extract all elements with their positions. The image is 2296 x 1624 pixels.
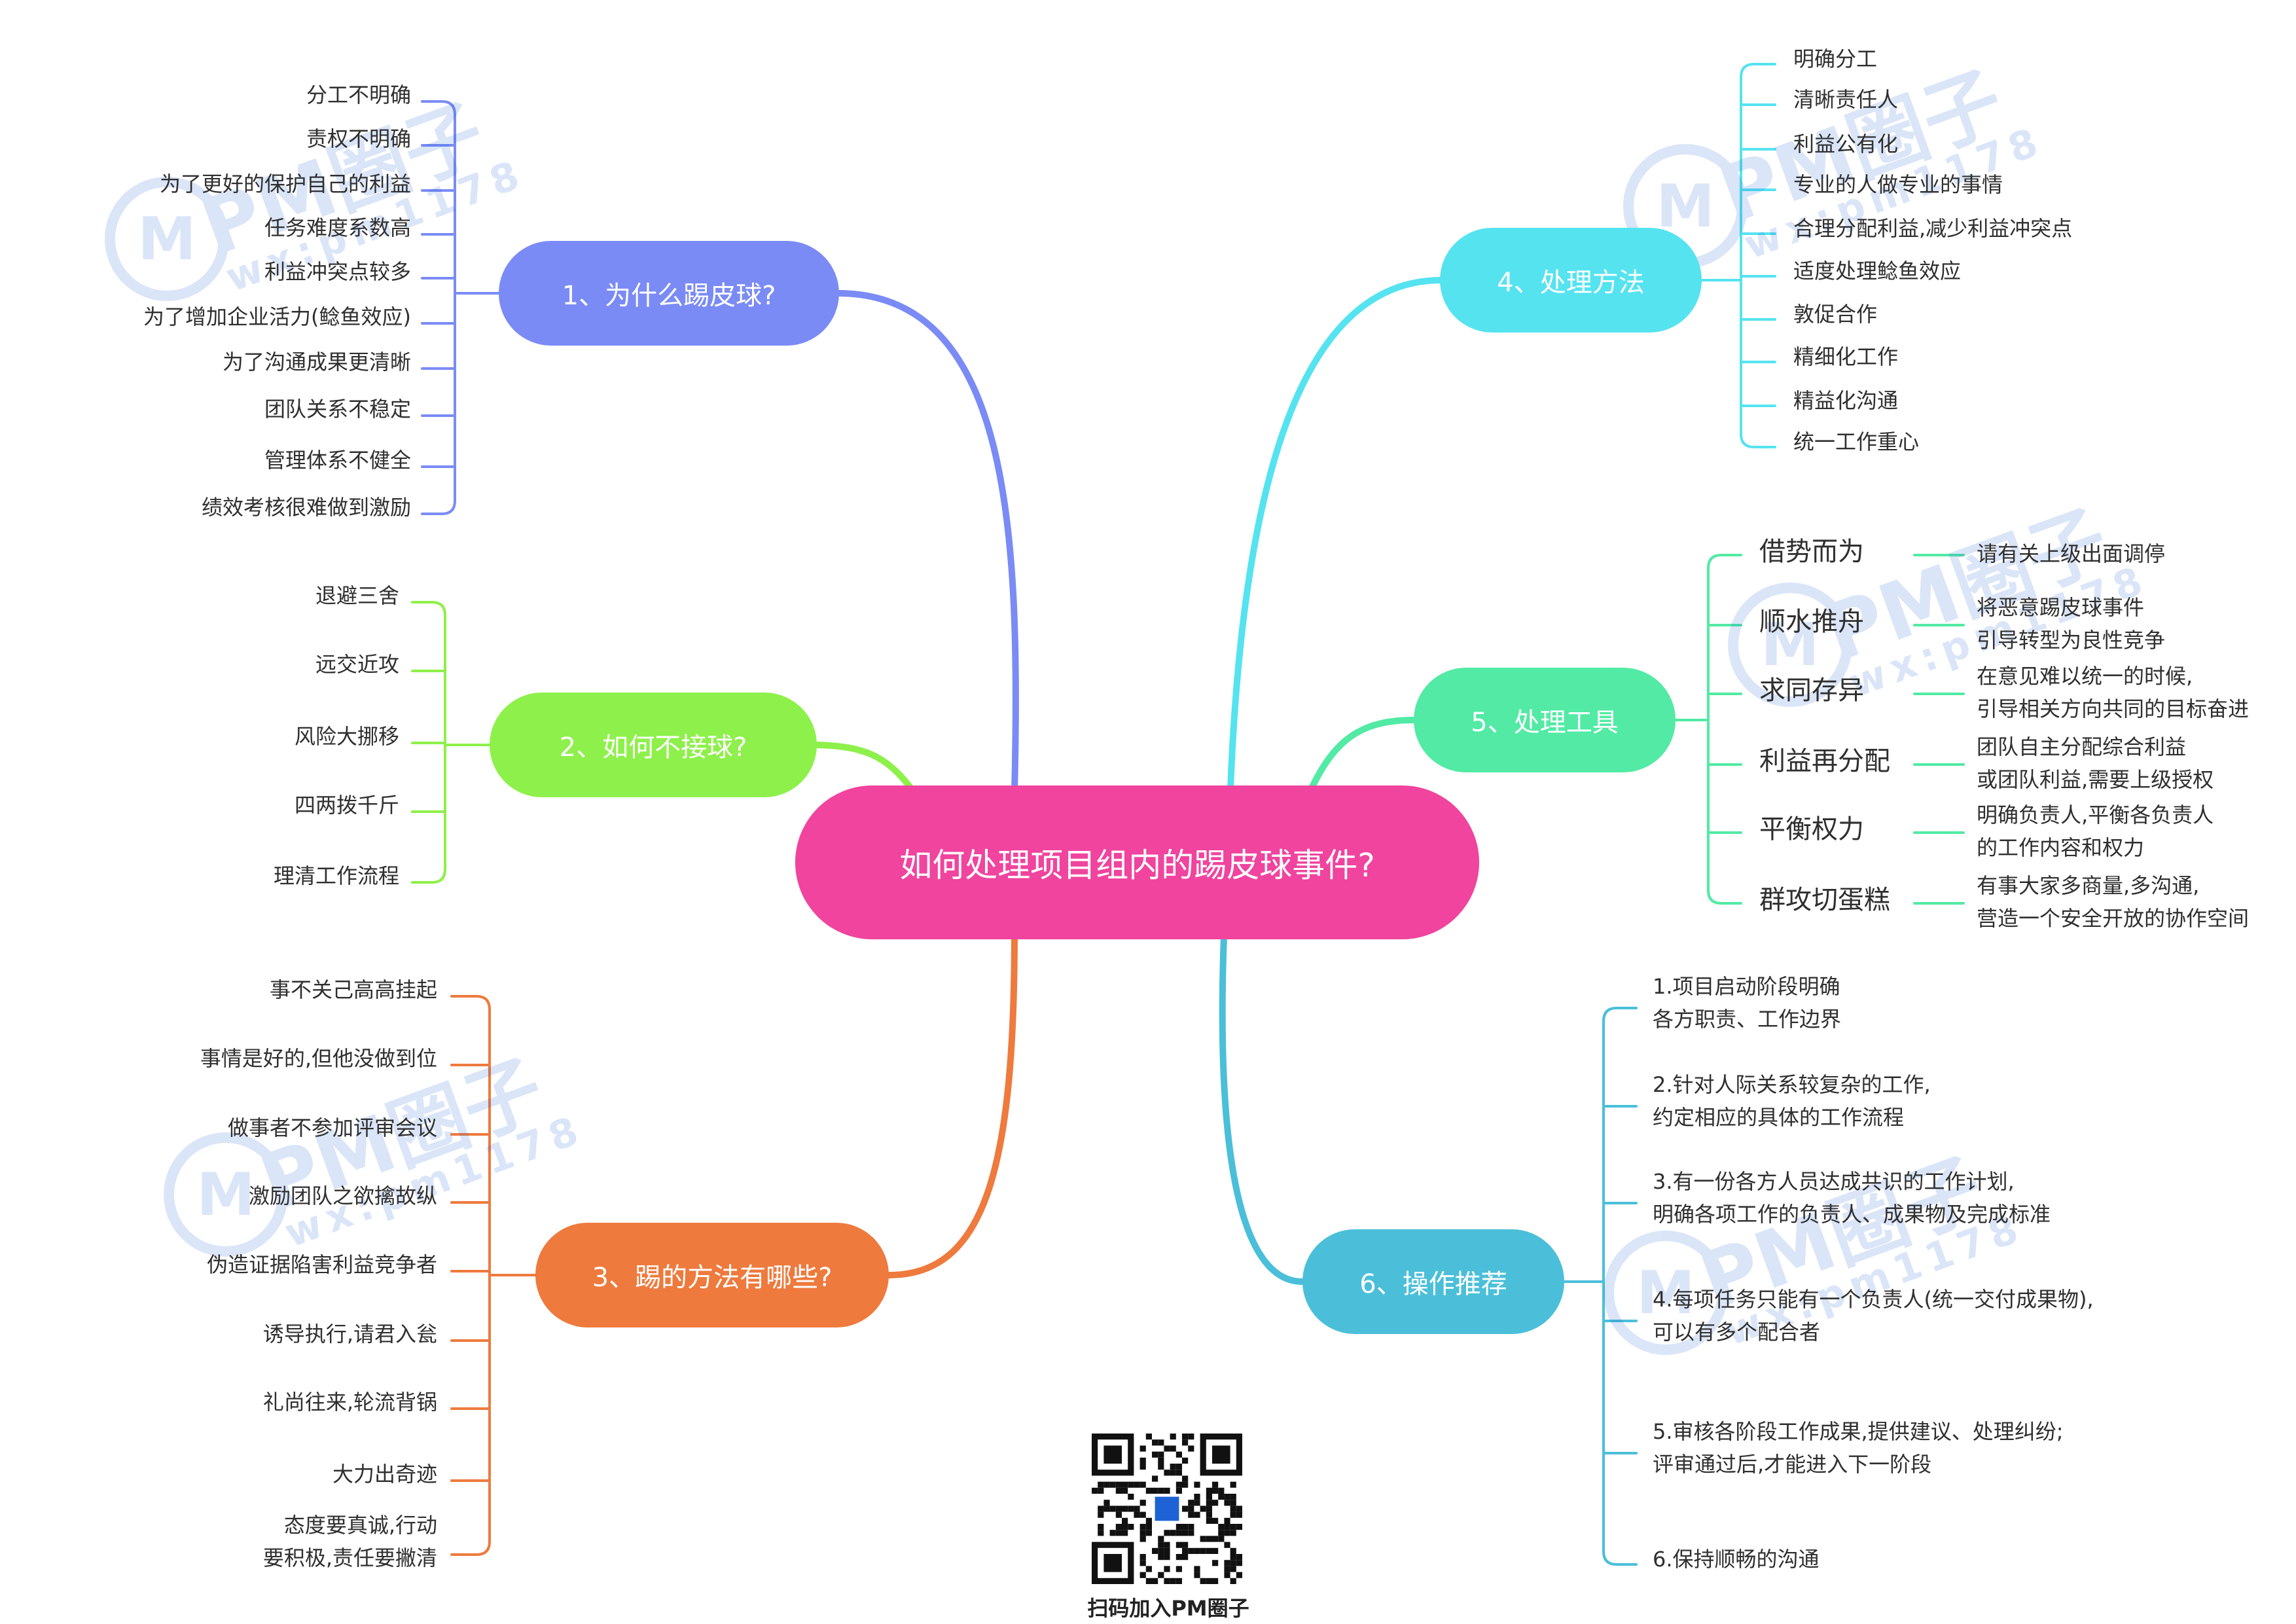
qr-code-icon [1092,1434,1242,1584]
leaf-b4: 明确分工 [1793,46,1878,71]
connector-root-b1 [836,290,1019,795]
root-topic: 如何处理项目组内的踢皮球事件? [795,785,1479,939]
leaf-connector [1740,433,1776,448]
leaf-connector [450,1540,491,1556]
tool-name: 求同存异 [1759,676,1864,706]
branch-b3: 3、踢的方法有哪些? [535,1223,889,1327]
leaf-connector [1602,1550,1638,1566]
leaf-b6: 2.针对人际关系较复杂的工作, 约定相应的具体的工作流程 [1653,1072,1931,1130]
leaf-b1: 为了沟通成果更清晰 [222,350,411,374]
tool-name: 群攻切蛋糕 [1759,885,1890,915]
leaf-b1: 任务难度系数高 [264,215,411,240]
leaf-b6: 5.审核各阶段工作成果,提供建议、处理纠纷; 评审通过后,才能进入下一阶段 [1653,1419,2064,1477]
leaf-b4: 合理分配利益,减少利益冲突点 [1793,216,2073,241]
connector-root-b2 [814,742,920,799]
connector-root-b5 [1309,717,1417,790]
leaf-b3: 态度要真诚,行动 要积极,责任要撇清 [262,1513,437,1570]
leaf-b4: 利益公有化 [1793,132,1899,156]
tool-desc: 有事大家多商量,多沟通, 营造一个安全开放的协作空间 [1977,873,2250,931]
branch-b1: 1、为什么踢皮球? [499,241,839,346]
leaf-b1: 为了更好的保护自己的利益 [159,171,411,196]
tool-name: 平衡权力 [1759,814,1864,844]
leaf-connector [450,995,491,1011]
leaf-connector [1707,889,1742,905]
leaf-b2: 远交近攻 [315,652,399,677]
leaf-b3: 激励团队之欲擒故纵 [248,1183,437,1208]
branch-b4: 4、处理方法 [1440,228,1702,333]
leaf-connector [411,868,446,884]
leaf-b3: 诱导执行,请君入瓮 [262,1322,437,1346]
branch-b6: 6、操作推荐 [1302,1229,1564,1334]
leaf-connector [1740,63,1776,79]
leaf-b4: 精细化工作 [1793,344,1899,369]
leaf-connector [1707,554,1742,569]
leaf-connector [421,100,456,116]
leaf-b6: 3.有一份各方人员达成共识的工作计划, 明确各项工作的负责人、成果物及完成标准 [1653,1169,2051,1227]
leaf-b6: 4.每项任务只能有一个负责人(统一交付成果物), 可以有多个配合者 [1653,1287,2094,1344]
leaf-b1: 为了增加企业活力(鲶鱼效应) [143,304,411,329]
tool-desc: 明确负责人,平衡各负责人 的工作内容和权力 [1977,803,2214,860]
leaf-b6: 6.保持顺畅的沟通 [1653,1547,1820,1572]
tool-name: 利益再分配 [1759,746,1890,776]
branch-b5: 5、处理工具 [1414,668,1676,772]
leaf-connector [421,499,456,515]
leaf-b4: 专业的人做专业的事情 [1793,172,2003,197]
leaf-b4: 敦促合作 [1793,302,1878,327]
branch-b2: 2、如何不接球? [490,693,817,797]
leaf-b4: 适度处理鲶鱼效应 [1793,259,1962,283]
leaf-b3: 伪造证据陷害利益竞争者 [206,1252,437,1277]
connector-root-b3 [886,929,1018,1278]
tool-desc: 在意见难以统一的时候, 引导相关方向共同的目标奋进 [1977,664,2250,721]
tool-desc: 团队自主分配综合利益 或团队利益,需要上级授权 [1977,734,2214,792]
leaf-b6: 1.项目启动阶段明确 各方职责、工作边界 [1653,974,1842,1032]
leaf-b4: 统一工作重心 [1793,429,1920,454]
connector-root-b6 [1219,933,1306,1285]
tool-name: 顺水推舟 [1759,607,1864,637]
leaf-b2: 理清工作流程 [273,863,399,888]
tool-desc: 将恶意踢皮球事件 引导转型为良性竞争 [1977,595,2166,653]
leaf-b3: 事不关己高高挂起 [269,977,437,1002]
leaf-b1: 责权不明确 [306,126,411,151]
leaf-b4: 清晰责任人 [1793,87,1899,112]
tool-name: 借势而为 [1759,537,1864,567]
leaf-b1: 绩效考核很难做到激励 [201,495,411,520]
leaf-b1: 利益冲突点较多 [264,259,411,284]
leaf-connector [411,601,446,617]
leaf-connector [1602,1007,1638,1022]
leaf-b1: 团队关系不稳定 [264,397,411,422]
tool-desc: 请有关上级出面调停 [1977,541,2166,566]
leaf-b3: 大力出奇迹 [332,1462,437,1487]
leaf-b2: 风险大挪移 [294,724,399,749]
leaf-b4: 精益化沟通 [1793,388,1899,413]
leaf-b3: 事情是好的,但他没做到位 [200,1046,437,1071]
leaf-b2: 四两拨千斤 [294,793,399,818]
leaf-b2: 退避三舍 [315,583,399,608]
leaf-b1: 管理体系不健全 [264,448,411,473]
leaf-b1: 分工不明确 [306,82,411,107]
leaf-b3: 做事者不参加评审会议 [227,1115,437,1140]
qr-caption: 扫码加入PM圈子 [1087,1596,1249,1621]
leaf-b3: 礼尚往来,轮流背锅 [262,1390,437,1415]
connector-root-b4 [1227,277,1443,792]
